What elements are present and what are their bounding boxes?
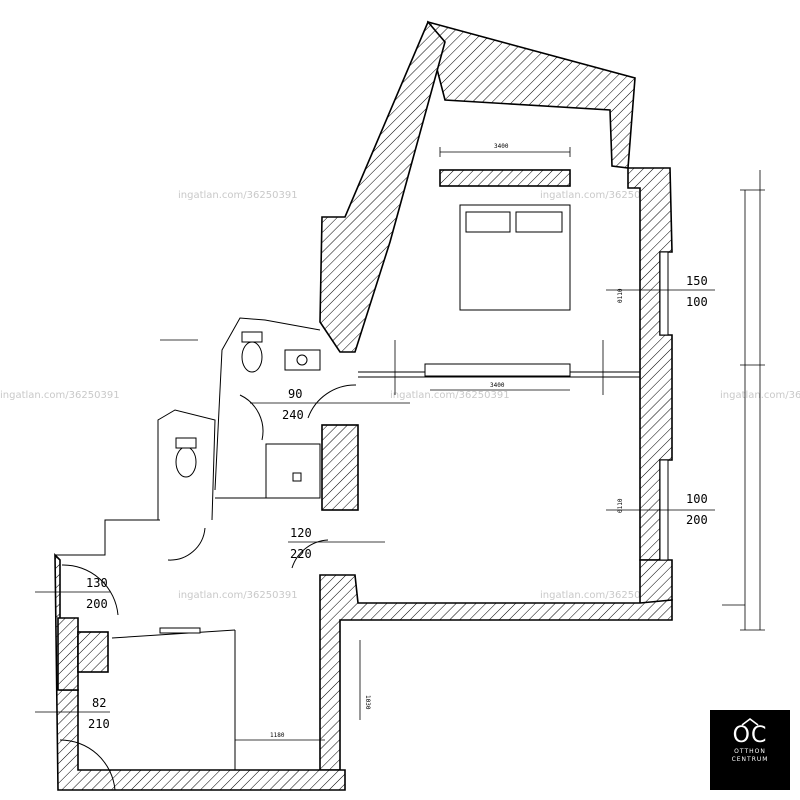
bed-pillow	[515, 211, 563, 233]
watermark-text: ingatlan.com/36250391	[178, 190, 298, 201]
bed-pillow	[465, 211, 511, 233]
watermark-text: ingatlan.com/36250391	[178, 590, 298, 601]
toilet-lower	[175, 446, 197, 478]
watermark-text: ingatlan.com/36250391	[540, 590, 660, 601]
logo-line-2: CENTRUM	[731, 756, 769, 763]
bedroom-door-swing	[307, 384, 357, 419]
watermarks: ingatlan.com/36250391 ingatlan.com/36250…	[0, 190, 800, 601]
bed-header-wall	[439, 169, 571, 187]
wc-door-swing	[167, 527, 206, 561]
wardrobe	[424, 363, 571, 377]
north-wall	[427, 20, 636, 169]
watermark-text: ingatlan.com/36250391	[0, 390, 120, 401]
door-labels: 150 100 0110 100 200 0110 90 240 120 220…	[35, 274, 715, 731]
fixtures	[159, 204, 669, 634]
door-height-label: 100	[686, 295, 708, 309]
otthon-centrum-logo: OC OTTHON CENTRUM	[710, 710, 790, 790]
roof-icon	[741, 718, 759, 726]
bedroom-south-wall	[319, 574, 673, 771]
door-width-label: 100	[686, 492, 708, 506]
door-width-label: 82	[92, 696, 106, 710]
door-width-label: 120	[290, 526, 312, 540]
shower	[265, 443, 321, 499]
logo-mark: OC	[732, 723, 768, 748]
bedroom-west-wall	[319, 20, 446, 353]
bath-door-swing	[239, 394, 264, 441]
toilet-tank-lower	[175, 437, 197, 449]
bottom-door-swing	[59, 739, 116, 791]
corridor-door-swing	[291, 539, 329, 569]
window-sill-label: 0110	[617, 498, 624, 513]
walls	[54, 20, 673, 791]
bottom-west-pier	[57, 617, 79, 691]
watermark-text: ingatlan.com/36250391	[390, 390, 510, 401]
door-height-label: 200	[686, 513, 708, 527]
bath-left-wall	[214, 317, 321, 491]
corridor-top-line	[55, 519, 160, 556]
bottom-side-dim: 1030	[364, 695, 371, 710]
window-sill-label: 0110	[617, 288, 624, 303]
watermark-text: ingatlan.com/36250391	[540, 190, 660, 201]
door-width-label: 90	[288, 387, 302, 401]
partition-pier	[321, 424, 359, 511]
door-height-label: 200	[86, 597, 108, 611]
east-wall-lower	[639, 559, 673, 606]
east-window-upper	[659, 251, 669, 336]
toilet-tank-upper	[241, 331, 263, 343]
shower-drain	[292, 472, 302, 482]
door-height-label: 240	[282, 408, 304, 422]
logo-line-1: OTTHON	[734, 748, 766, 755]
door-swings	[59, 384, 357, 791]
bottom-niche	[77, 631, 109, 673]
west-door-swing	[61, 564, 119, 616]
bottom-window	[159, 627, 201, 634]
door-width-label: 130	[86, 576, 108, 590]
door-width-label: 150	[686, 274, 708, 288]
door-height-label: 220	[290, 547, 312, 561]
closet-line	[111, 629, 236, 639]
wardrobe-width-dim: 3400	[490, 382, 505, 389]
door-height-label: 210	[88, 717, 110, 731]
dimensions: 3400 3400 1180 1030	[235, 143, 765, 741]
bottom-south-wall	[54, 553, 346, 791]
east-wall-upper	[627, 167, 673, 561]
wc-left-wall	[157, 409, 216, 521]
sink	[284, 349, 321, 371]
bedroom-width-dim: 3400	[494, 143, 509, 150]
toilet-upper	[241, 341, 263, 373]
bottom-width-dim: 1180	[270, 732, 285, 739]
